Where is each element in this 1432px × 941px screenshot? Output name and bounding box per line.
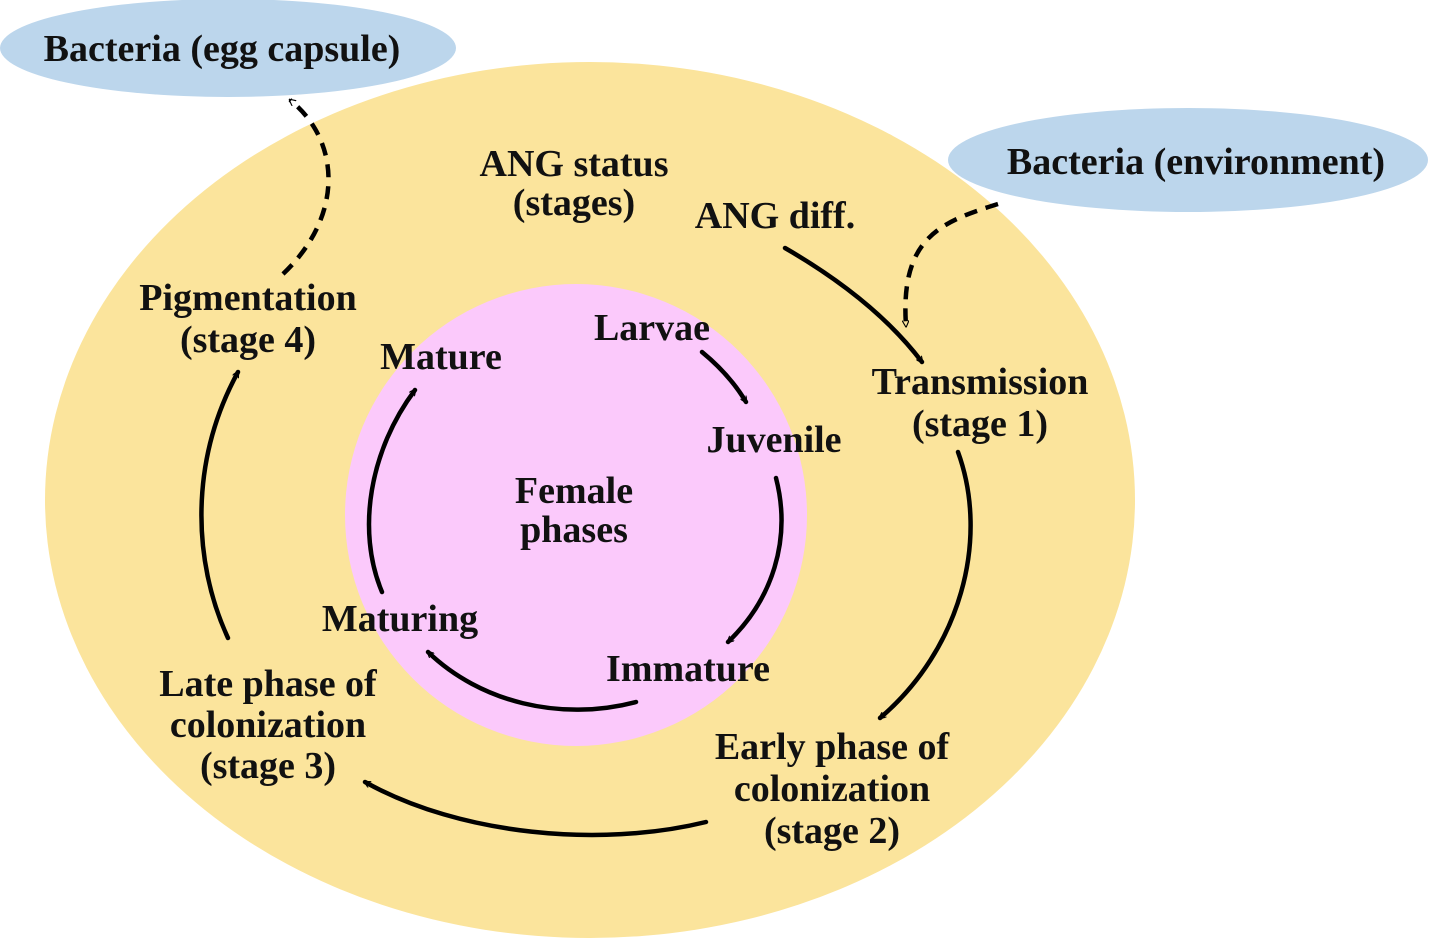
ang-diff-to-transmission-arrow bbox=[782, 245, 925, 365]
late-colonization-stage-label: (stage 3) bbox=[200, 745, 336, 787]
stage1-to-stage2-arrow bbox=[877, 449, 973, 721]
maturing-to-mature-arrow bbox=[366, 387, 418, 595]
immature-label: Immature bbox=[606, 648, 770, 690]
juvenile-label: Juvenile bbox=[706, 419, 841, 461]
bacteria-egg-capsule-bubble bbox=[0, 0, 456, 97]
ang-status-stages-label: (stages) bbox=[513, 182, 635, 224]
bacteria-environment-label: Bacteria (environment) bbox=[1007, 141, 1385, 183]
mature-label: Mature bbox=[380, 336, 502, 378]
ang-diff-label: ANG diff. bbox=[695, 195, 855, 237]
female-phases-title-line2: phases bbox=[520, 509, 628, 551]
late-colonization-label-line2: colonization bbox=[170, 704, 366, 746]
pigmentation-label: Pigmentation bbox=[139, 277, 356, 319]
environment-to-transmission-dashed-arrow bbox=[905, 201, 999, 326]
transmission-label: Transmission bbox=[872, 361, 1089, 403]
pigmentation-stage-label: (stage 4) bbox=[180, 319, 316, 361]
bacteria-environment-bubble bbox=[948, 108, 1428, 212]
female-phases-title-line1: Female bbox=[515, 470, 633, 512]
stage3-to-stage4-arrow bbox=[199, 372, 241, 641]
larvae-label: Larvae bbox=[594, 307, 710, 349]
early-colonization-label-line1: Early phase of bbox=[715, 726, 951, 768]
juvenile-to-immature-arrow bbox=[725, 475, 784, 645]
immature-to-maturing-arrow bbox=[425, 649, 639, 712]
ang-status-label: ANG status bbox=[480, 143, 669, 185]
female-phases-circle bbox=[345, 284, 807, 746]
early-colonization-label-line2: colonization bbox=[734, 768, 930, 810]
maturing-label: Maturing bbox=[322, 598, 478, 640]
stage2-to-stage3-arrow bbox=[365, 779, 709, 838]
larvae-to-juvenile-arrow bbox=[699, 349, 749, 402]
pigmentation-to-egg-capsule-dashed-arrow bbox=[281, 98, 331, 276]
early-colonization-stage-label: (stage 2) bbox=[764, 810, 900, 852]
late-colonization-label-line1: Late phase of bbox=[159, 663, 378, 705]
bacteria-egg-capsule-label: Bacteria (egg capsule) bbox=[44, 28, 401, 70]
transmission-stage-label: (stage 1) bbox=[912, 403, 1048, 445]
